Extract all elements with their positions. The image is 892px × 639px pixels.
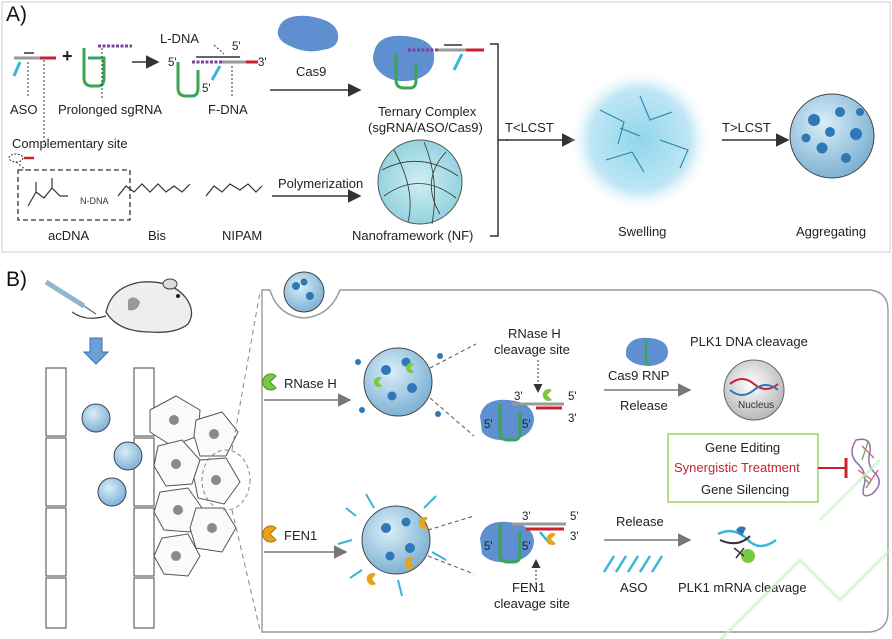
acdna-label: acDNA [48,228,90,243]
hybrid-construct [176,44,258,98]
mouse-illustration [44,278,193,333]
cell-nuclei [169,415,221,561]
nipam-label: NIPAM [222,228,262,243]
released-aso-strands [602,555,664,573]
rnase-h-label: RNase H [284,376,337,391]
panel-a-frame [1,1,891,253]
ternary-complex-line1: Ternary Complex [378,104,477,119]
cell-membrane [261,289,889,633]
rnase-site-line1: RNase H [508,326,561,341]
fen1-label: FEN1 [284,528,317,543]
polymerization-label: Polymerization [278,176,363,191]
rb-3prime-1: 3' [514,391,523,403]
bis-label: Bis [148,228,167,243]
nanoframework-label: Nanoframework (NF) [352,228,473,243]
rnase-complex [480,389,564,442]
fen1-np [337,493,447,597]
bis-structure [117,183,191,197]
gene-silencing-label: Gene Silencing [701,482,789,497]
fen1-site-line1: FEN1 [512,580,545,595]
watermark-decoration [718,458,892,639]
zoom-line-top [231,291,261,451]
rb-5prime-3: 5' [522,419,531,431]
aso-label-b: ASO [620,580,647,595]
down-arrow-icon [82,337,110,365]
plus-sign: + [62,46,73,66]
nucleus-illustration [723,359,785,421]
fb-5prime-1: 5' [570,511,579,523]
fb-3prime-1: 3' [522,511,531,523]
t-lower-lcst-label: T<LCST [505,120,554,135]
cas9-label: Cas9 [296,64,326,79]
fen1-complex [480,521,566,564]
gene-editing-label: Gene Editing [705,440,780,455]
fen1-icon [262,525,277,543]
aggregating-label: Aggregating [796,224,866,239]
circulating-nanoparticles [81,403,143,507]
synergy-box [667,433,819,503]
mrna-cleavage-illustration [717,526,777,563]
fb-5prime-3: 5' [522,541,531,553]
five-prime-a3: 5' [202,83,211,95]
blood-vessel-wall [45,367,155,629]
cas9-rnp-sgrna [644,340,651,366]
synergistic-label: Synergistic Treatment [674,460,800,475]
tumor-cells [149,395,241,577]
rnase-site-line2: cleavage site [494,342,570,357]
ternary-complex-line2: (sgRNA/ASO/Cas9) [368,120,483,135]
fen1-site-line2: cleavage site [494,596,570,611]
l-dna-label: L-DNA [160,31,199,46]
bracket-a [490,43,508,237]
entering-nanoparticle [283,271,325,313]
zoom-line-bottom [231,509,261,631]
panel-a-label: A) [6,3,27,26]
five-prime-a2: 5' [168,57,177,69]
prolonged-sgrna-label: Prolonged sgRNA [58,102,162,117]
swelling-label: Swelling [618,224,666,239]
complementary-site-label: Complementary site [12,136,128,151]
nucleus-label: Nucleus [738,400,774,411]
swelling-gel [568,68,712,212]
acdna-dashed-box [8,153,131,221]
t-higher-lcst-label: T>LCST [722,120,771,135]
release-label-1: Release [620,398,668,413]
zoom-fen1-1 [427,515,475,531]
acdna-inner-label: N-DNA [80,196,109,206]
panel-b-label: B) [6,268,27,291]
cas9-protein [277,15,339,52]
zoom-rnase-1 [429,343,477,369]
ternary-complex [373,35,484,90]
zoom-rnase-2 [429,397,475,437]
aso-duplex [12,52,56,145]
zoom-ring [201,449,251,511]
nipam-structure [205,183,263,197]
protein-structure-icon [851,438,880,497]
rnase-np [355,347,443,417]
rb-3prime-2: 3' [568,413,577,425]
rb-5prime-1: 5' [568,391,577,403]
plk1-dna-label: PLK1 DNA cleavage [690,334,808,349]
release-label-2: Release [616,514,664,529]
f-dna-label: F-DNA [208,102,248,117]
nanoframework-sphere [377,139,463,225]
three-prime-a1: 3' [258,57,267,69]
cas9-rnp-label: Cas9 RNP [608,368,669,383]
rb-5prime-2: 5' [484,419,493,431]
plk1-mrna-label: PLK1 mRNA cleavage [678,580,807,595]
fb-5prime-2: 5' [484,541,493,553]
aso-label: ASO [10,102,37,117]
five-prime-a1: 5' [232,41,241,53]
prolonged-sgrna [82,44,132,98]
fb-3prime-2: 3' [570,531,579,543]
rnase-h-icon [262,373,277,391]
zoom-fen1-2 [427,555,475,575]
aggregated-nanoparticle [789,93,875,179]
